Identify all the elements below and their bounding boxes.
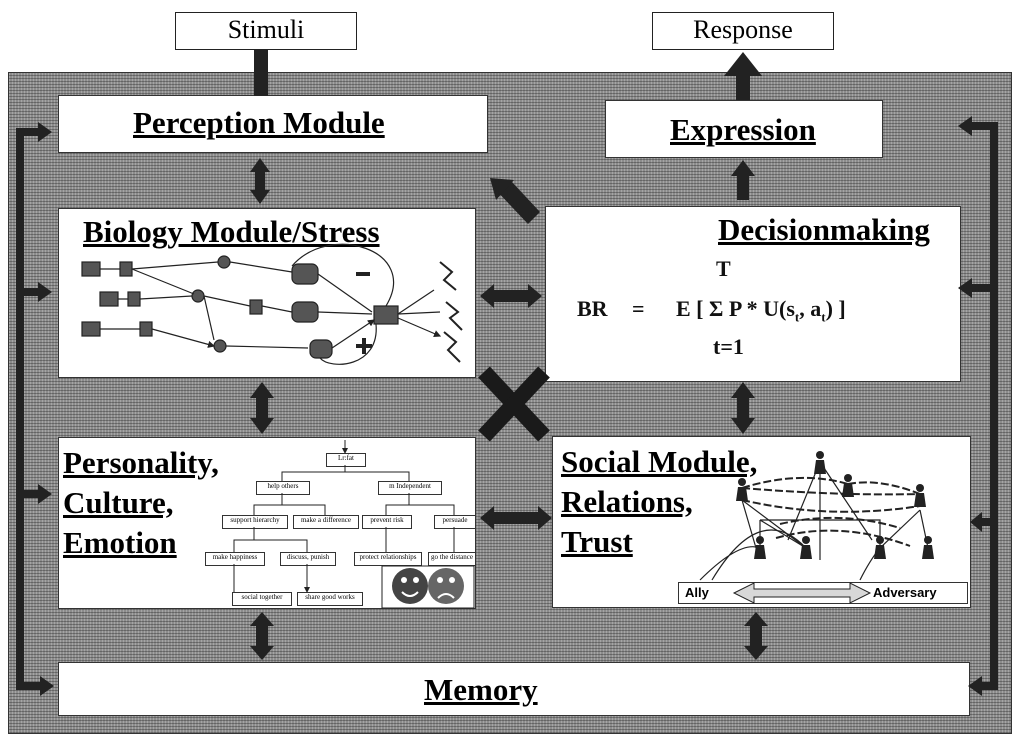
tree-node-persuade: persuade xyxy=(434,515,476,529)
person-icon xyxy=(814,451,826,474)
perception-module-box: Perception Module xyxy=(58,95,488,153)
decisionmaking-title: Decisionmaking xyxy=(718,212,930,247)
formula-rhs-end: ) ] xyxy=(825,296,846,321)
response-arrow-head xyxy=(724,52,762,76)
social-network xyxy=(699,461,929,581)
stimuli-label: Stimuli xyxy=(227,15,305,44)
social-module-box: Social Module, Relations, Trust xyxy=(552,436,971,608)
bio-node-1 xyxy=(81,261,101,277)
personality-tree-edges xyxy=(233,440,455,592)
perception-decision-arrow xyxy=(490,178,540,224)
social-title-line-1: Social Module, xyxy=(561,444,758,479)
stimuli-arrow xyxy=(254,50,268,96)
person-icon xyxy=(754,536,766,559)
person-icon xyxy=(800,536,812,559)
social-title-line-2: Relations, xyxy=(561,484,693,519)
tree-node-difference: make a difference xyxy=(293,515,359,529)
tree-node-support: support hierarchy xyxy=(222,515,288,529)
formula-rhs-mid: , a xyxy=(799,296,822,321)
tree-node-happiness: make happiness xyxy=(205,552,265,566)
legend-ally: Ally xyxy=(685,585,709,600)
formula-rhs: E [ Σ P * U(st, at) ] xyxy=(676,296,846,325)
formula-lhs: BR xyxy=(577,296,608,321)
bio-node-8 xyxy=(217,255,231,269)
cross-connector xyxy=(478,366,550,442)
response-arrow-shaft xyxy=(736,74,750,100)
decisionmaking-box: Decisionmaking xyxy=(545,206,961,382)
social-title-line-3: Trust xyxy=(561,524,633,559)
response-box: Response xyxy=(652,12,834,50)
personality-title-line-2: Culture, xyxy=(63,485,174,520)
person-icon xyxy=(914,484,926,507)
bio-node-14 xyxy=(373,305,399,325)
bio-node-2 xyxy=(99,291,119,307)
biology-network xyxy=(81,243,463,365)
bio-node-5 xyxy=(127,291,141,307)
formula-bottom-limit: t=1 xyxy=(713,334,744,359)
person-icon xyxy=(736,478,748,501)
biology-personality-arrow xyxy=(250,382,274,434)
personality-title-line-3: Emotion xyxy=(63,525,177,560)
expression-title: Expression xyxy=(670,112,816,147)
personality-memory-arrow xyxy=(250,612,274,660)
tree-node-together: social together xyxy=(232,592,292,606)
perception-biology-arrow xyxy=(250,158,270,204)
bio-node-7 xyxy=(191,289,205,303)
plus-sign xyxy=(356,338,372,354)
formula-sub-1: t xyxy=(794,309,800,325)
response-label: Response xyxy=(693,15,793,44)
tree-node-share: share good works xyxy=(297,592,363,606)
perception-module-title: Perception Module xyxy=(133,105,385,140)
formula-equals: = xyxy=(632,296,645,321)
personality-title-line-1: Personality, xyxy=(63,445,219,480)
theater-masks xyxy=(381,565,475,609)
decision-social-arrow xyxy=(731,382,755,434)
ally-adversary-arrow xyxy=(732,582,872,604)
biology-module-title: Biology Module/Stress xyxy=(83,214,380,249)
left-feedback-loop xyxy=(16,122,54,696)
bio-node-6 xyxy=(139,321,153,337)
formula-sub-2: t xyxy=(821,309,826,325)
person-icon xyxy=(922,536,934,559)
legend-adversary: Adversary xyxy=(873,585,937,600)
tree-node-discuss: discuss, punish xyxy=(280,552,336,566)
bio-node-11 xyxy=(291,263,319,285)
biology-decision-arrow xyxy=(480,284,542,308)
bio-node-4 xyxy=(119,261,133,277)
stimuli-box: Stimuli xyxy=(175,12,357,50)
formula-rhs-main: E [ Σ P * U(s xyxy=(676,296,795,321)
social-people xyxy=(736,451,934,559)
tree-node-prevent-risk: prevent risk xyxy=(362,515,412,529)
bio-node-13 xyxy=(309,339,333,359)
tree-node-help-others: help others xyxy=(256,481,310,495)
bio-node-12 xyxy=(291,301,319,323)
tree-node-independent: m Independent xyxy=(378,481,442,495)
person-icon xyxy=(874,536,886,559)
person-icon xyxy=(842,474,854,497)
memory-box: Memory xyxy=(58,662,970,716)
minus-sign xyxy=(356,272,370,276)
memory-title: Memory xyxy=(424,672,538,707)
personality-social-arrow xyxy=(480,506,552,530)
bio-node-3 xyxy=(81,321,101,337)
bio-node-9 xyxy=(213,339,227,353)
bio-node-10 xyxy=(249,299,263,315)
social-memory-arrow xyxy=(744,612,768,660)
expression-box: Expression xyxy=(605,100,883,158)
right-feedback-loop xyxy=(958,116,998,696)
formula-top-limit: T xyxy=(716,256,731,281)
expression-decision-arrow xyxy=(731,160,755,200)
